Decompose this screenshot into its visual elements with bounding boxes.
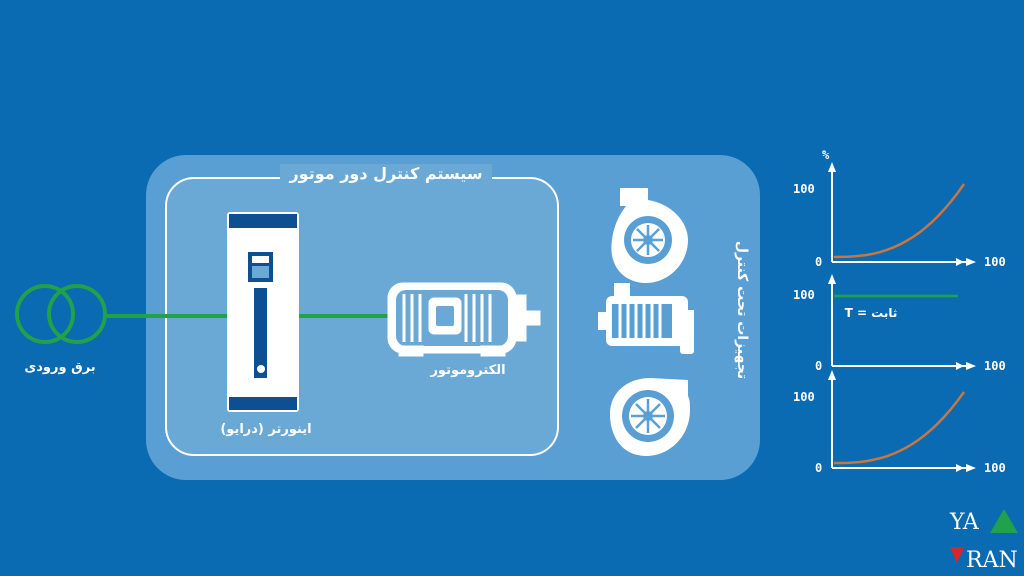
system-title: سیستم کنترل دور موتور (280, 164, 492, 183)
motor-label: الکتروموتور (430, 363, 506, 378)
chart-2-x-arrow (966, 362, 976, 370)
logo-red-triangle (950, 547, 964, 563)
chart-3 (828, 370, 976, 472)
centrifugal-pump-icon (611, 188, 688, 283)
logo-green-triangle (990, 509, 1018, 533)
chart-1-origin: 0 (815, 255, 823, 269)
chart-1-y-tick: 100 (793, 182, 815, 196)
yaran-logo: YA RAN (949, 509, 1018, 573)
blower-fan-icon (610, 378, 690, 456)
transformer-icon (15, 284, 107, 344)
chart-3-x-arrow (966, 464, 976, 472)
chart-2-x-tick: 100 (984, 359, 1006, 373)
chart-3-series-line (834, 391, 966, 465)
chart-3-origin: 0 (815, 461, 823, 475)
logo-line-1: YA (949, 510, 980, 535)
electric-motor-icon (387, 282, 541, 357)
chart-2-y-arrow (828, 274, 836, 284)
chart-1-y-arrow (828, 162, 836, 172)
compressor-icon (598, 283, 694, 354)
inverter-label: اینورتر (درایو) (220, 422, 312, 437)
chart-1-x-arrow (966, 258, 976, 266)
chart-2 (828, 274, 976, 370)
inverter-drive-icon (227, 212, 299, 412)
chart-3-y-tick: 100 (793, 390, 815, 404)
chart-2-y-tick: 100 (793, 288, 815, 302)
controlled-equipment-label: تجهیزات تحت کنترل (734, 240, 750, 380)
constant-torque-label: ثابت = T (844, 306, 898, 320)
chart-1 (828, 162, 976, 266)
chart-3-y-arrow (828, 370, 836, 380)
input-power-label: برق ورودی (24, 360, 96, 375)
chart-3-x-tick: 100 (984, 461, 1006, 475)
chart-1-y-unit: % (822, 148, 830, 162)
logo-line-2: RAN (966, 548, 1018, 573)
chart-2-origin: 0 (815, 359, 823, 373)
chart-1-series-line (833, 183, 966, 259)
chart-1-x-tick: 100 (984, 255, 1006, 269)
